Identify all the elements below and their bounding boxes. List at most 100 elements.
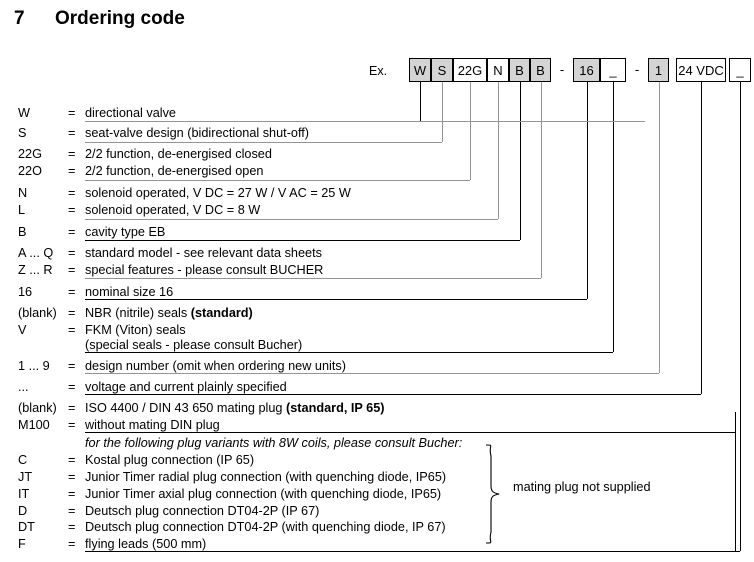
- legend-row-equals: =: [68, 487, 76, 501]
- legend-row-key: M100: [18, 418, 50, 432]
- legend-row-value: for the following plug variants with 8W …: [85, 436, 463, 450]
- connector-vline: [520, 82, 521, 240]
- example-label: Ex.: [369, 64, 388, 78]
- legend-row-value: seat-valve design (bidirectional shut-of…: [85, 126, 310, 140]
- box-design: 1: [648, 58, 669, 82]
- legend-row-key: W: [18, 106, 30, 120]
- connector-hline: [85, 278, 541, 279]
- legend-row-key: 1 ... 9: [18, 359, 50, 373]
- legend-row-value: special features - please consult BUCHER: [85, 263, 324, 277]
- legend-row-value: flying leads (500 mm): [85, 537, 207, 551]
- legend-row-key: JT: [18, 470, 33, 484]
- legend-row-equals: =: [68, 520, 76, 534]
- box-n: N: [487, 58, 509, 82]
- legend-row-value: 2/2 function, de-energised open: [85, 164, 264, 178]
- legend-row-equals: =: [68, 537, 76, 551]
- connector-vline: [735, 412, 736, 551]
- box-w: W: [409, 58, 431, 82]
- legend-row-value: (special seals - please consult Bucher): [85, 338, 303, 352]
- box-plug: _: [729, 58, 751, 82]
- legend-row-value: Kostal plug connection (IP 65): [85, 453, 255, 467]
- connector-hline: [85, 180, 470, 181]
- legend-row-equals: =: [68, 147, 76, 161]
- dash-2: -: [634, 62, 640, 77]
- connector-vline: [498, 82, 499, 219]
- legend-row-key: V: [18, 323, 27, 337]
- legend-row-equals: =: [68, 401, 76, 415]
- section-number: 7: [14, 8, 25, 29]
- legend-row-value: directional valve: [85, 106, 176, 120]
- legend-row-key: L: [18, 203, 26, 217]
- legend-row-value: voltage and current plainly specified: [85, 380, 287, 394]
- legend-row-value: FKM (Viton) seals: [85, 323, 186, 337]
- legend-row-key: C: [18, 453, 28, 467]
- connector-hline: [85, 551, 740, 552]
- legend-row-equals: =: [68, 203, 76, 217]
- box-seal: _: [600, 58, 626, 82]
- connector-vline: [420, 82, 421, 121]
- legend-row-key: F: [18, 537, 26, 551]
- legend-row-equals: =: [68, 323, 76, 337]
- connector-hline: [85, 373, 659, 374]
- box-16: 16: [573, 58, 600, 82]
- page-heading: 7 Ordering code: [0, 4, 754, 38]
- legend-row-equals: =: [68, 246, 76, 260]
- legend-row-equals: =: [68, 453, 76, 467]
- legend-row-value: Deutsch plug connection DT04-2P (with qu…: [85, 520, 446, 534]
- connector-vline: [659, 82, 660, 373]
- legend-row-equals: =: [68, 126, 76, 140]
- legend-row-value: NBR (nitrile) seals (standard): [85, 306, 253, 320]
- legend-row-key: DT: [18, 520, 35, 534]
- legend-row-value: ISO 4400 / DIN 43 650 mating plug (stand…: [85, 401, 385, 415]
- box-b2: B: [530, 58, 551, 82]
- legend-row-equals: =: [68, 380, 76, 394]
- connector-vline: [613, 82, 614, 352]
- legend-row-value: solenoid operated, V DC = 8 W: [85, 203, 261, 217]
- legend-row-equals: =: [68, 285, 76, 299]
- dash-1: -: [559, 62, 565, 77]
- legend-row-value: Deutsch plug connection DT04-2P (IP 67): [85, 504, 320, 518]
- legend-row-value: without mating DIN plug: [85, 418, 220, 432]
- legend-row-value: cavity type EB: [85, 225, 166, 239]
- legend-row-equals: =: [68, 359, 76, 373]
- connector-vline: [442, 82, 443, 142]
- page-title: Ordering code: [55, 8, 185, 29]
- legend-row-equals: =: [68, 306, 76, 320]
- legend-row-equals: =: [68, 418, 76, 432]
- legend-row-equals: =: [68, 186, 76, 200]
- legend-row-value: standard model - see relevant data sheet…: [85, 246, 322, 260]
- legend-row-key: 22G: [18, 147, 42, 161]
- box-s: S: [431, 58, 453, 82]
- connector-hline: [85, 240, 520, 241]
- connector-hline: [85, 432, 735, 433]
- legend-row-value: solenoid operated, V DC = 27 W / V AC = …: [85, 186, 351, 200]
- legend-row-key: D: [18, 504, 28, 518]
- legend-row-equals: =: [68, 504, 76, 518]
- legend-row-equals: =: [68, 106, 76, 120]
- connector-hline: [85, 142, 442, 143]
- connector-hline: [85, 219, 498, 220]
- legend-row-equals: =: [68, 225, 76, 239]
- legend-row-key: B: [18, 225, 27, 239]
- legend-row-key: S: [18, 126, 27, 140]
- connector-hline: [85, 394, 701, 395]
- legend-row-value: nominal size 16: [85, 285, 174, 299]
- plug-variants-brace: [485, 444, 500, 544]
- connector-vline: [470, 82, 471, 180]
- legend-row-value: Junior Timer axial plug connection (with…: [85, 487, 442, 501]
- connector-hline: [85, 352, 613, 353]
- connector-vline: [587, 82, 588, 299]
- legend-row-key: ...: [18, 380, 29, 394]
- box-24vdc: 24 VDC: [676, 58, 726, 82]
- legend-row-equals: =: [68, 470, 76, 484]
- legend-row-key: (blank): [18, 401, 57, 415]
- connector-vline: [541, 82, 542, 278]
- box-b1: B: [509, 58, 530, 82]
- legend-row-equals: =: [68, 164, 76, 178]
- legend-row-value: design number (omit when ordering new un…: [85, 359, 346, 373]
- legend-row-key: 22O: [18, 164, 42, 178]
- connector-vline: [701, 82, 702, 394]
- connector-vline: [740, 82, 741, 551]
- box-22g: 22G: [453, 58, 487, 82]
- legend-row-key: 16: [18, 285, 33, 299]
